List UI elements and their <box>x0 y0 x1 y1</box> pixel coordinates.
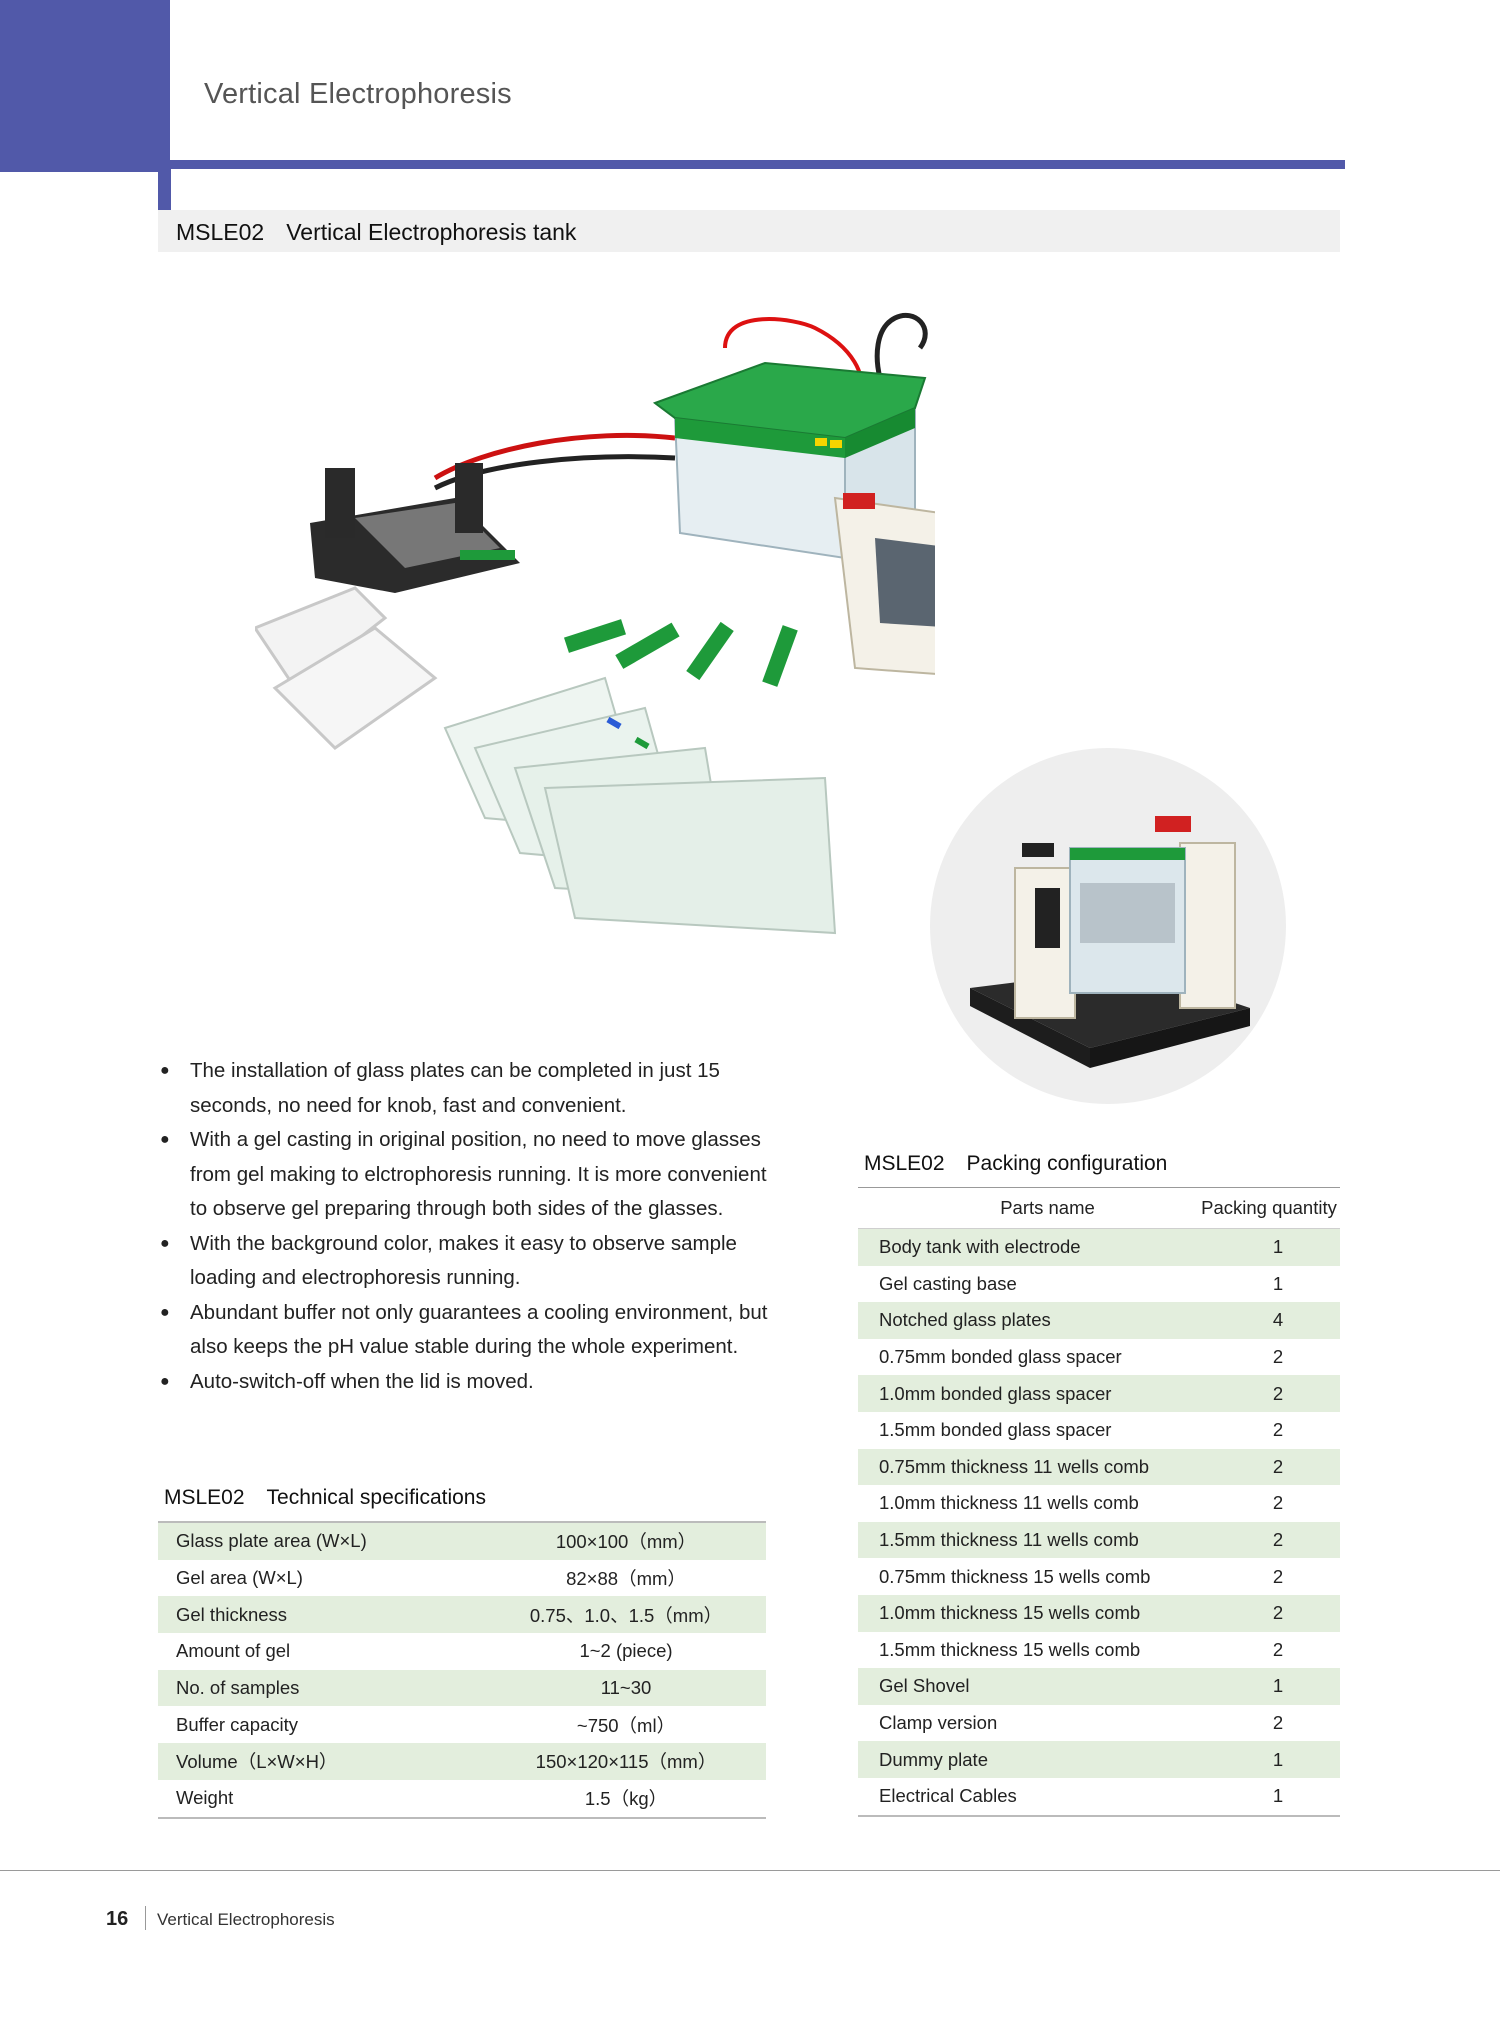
product-name: Vertical Electrophoresis tank <box>286 219 577 245</box>
feature-item: ●With a gel casting in original position… <box>156 1123 806 1227</box>
packing-code: MSLE02 <box>864 1152 945 1175</box>
table-row: Gel area (W×L)82×88（mm） <box>176 1567 686 1590</box>
table-row: Glass plate area (W×L)100×100（mm） <box>158 1522 766 1560</box>
bullet-icon: ● <box>160 1234 170 1252</box>
footer-rule <box>0 1870 1500 1871</box>
table-row: Volume（L×W×H）150×120×115（mm） <box>158 1743 766 1780</box>
product-code: MSLE02 <box>176 219 265 245</box>
packing-heading: MSLE02 Packing configuration <box>864 1152 1167 1176</box>
header-rule <box>158 160 1345 169</box>
packing-title: Packing configuration <box>966 1152 1168 1175</box>
specs-code: MSLE02 <box>164 1486 245 1509</box>
page-header-title: Vertical Electrophoresis <box>204 78 512 110</box>
footer-section-title: Vertical Electrophoresis <box>157 1910 335 1929</box>
table-row: Buffer capacity~750（ml） <box>176 1713 676 1736</box>
feature-item: ●With the background color, makes it eas… <box>156 1227 806 1296</box>
specs-table: Glass plate area (W×L)100×100（mm） Gel ar… <box>158 1521 766 1819</box>
specs-title: Technical specifications <box>266 1486 486 1509</box>
page-number: 16 <box>106 1908 129 1930</box>
bullet-icon: ● <box>160 1303 170 1321</box>
header-rule-stub <box>158 160 171 210</box>
specs-heading: MSLE02 Technical specifications <box>164 1486 486 1510</box>
feature-item: ●Abundant buffer not only guarantees a c… <box>156 1296 806 1365</box>
bullet-icon: ● <box>160 1062 170 1079</box>
assembled-tank-image <box>930 748 1286 1104</box>
product-title: MSLE02 Vertical Electrophoresis tank <box>176 219 576 246</box>
feature-item: ●Auto-switch-off when the lid is moved. <box>156 1365 806 1400</box>
header-accent-block <box>0 0 170 172</box>
product-kit-image <box>255 312 935 935</box>
footer-separator <box>145 1906 146 1930</box>
product-title-bar <box>158 210 1340 252</box>
bullet-icon: ● <box>160 1372 170 1390</box>
feature-list: ●The installation of glass plates can be… <box>156 1054 806 1399</box>
bullet-icon: ● <box>160 1131 170 1148</box>
feature-item: ●The installation of glass plates can be… <box>156 1054 806 1123</box>
